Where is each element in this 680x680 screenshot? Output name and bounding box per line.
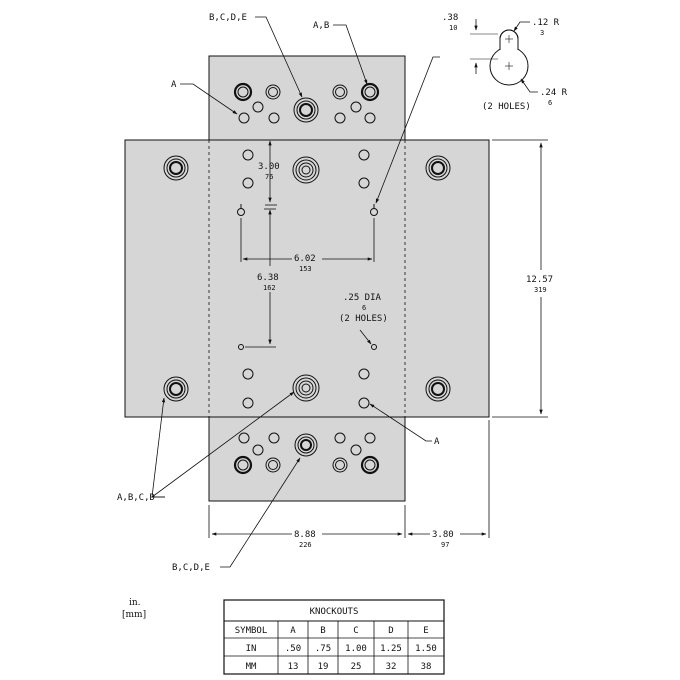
table-cell: MM	[246, 662, 257, 672]
dim-1257-in: 12.57	[526, 275, 553, 285]
dim-888-mm: 226	[299, 541, 312, 549]
table-cell: 1.50	[415, 644, 437, 654]
table-header-d: D	[388, 626, 393, 636]
hole-note-count: (2 HOLES)	[339, 314, 388, 324]
hole-note-mm: 6	[362, 304, 366, 312]
units-mm: [mm]	[122, 610, 146, 620]
keyhole-labels: .38 10 .12 R 3 .24 R 6 (2 HOLES)	[442, 13, 568, 112]
table-title: KNOCKOUTS	[310, 607, 359, 617]
table-cell: 38	[421, 662, 432, 672]
keyhole-large-r-in: .24 R	[540, 88, 568, 98]
keyhole-note: (2 HOLES)	[482, 102, 531, 112]
keyhole-width-mm: 10	[449, 24, 457, 32]
keyhole-large-r-mm: 6	[548, 99, 552, 107]
dim-380-in: 3.80	[432, 530, 454, 540]
keyhole-detail	[470, 19, 538, 93]
dim-602-mm: 153	[299, 265, 312, 273]
dim-638-mm: 162	[263, 284, 276, 292]
table-header-a: A	[290, 626, 296, 636]
callout-bcde-top: B,C,D,E	[209, 13, 247, 23]
knockouts-table: KNOCKOUTS SYMBOL A B C D E IN .50 .75 1.…	[223, 599, 445, 675]
hole-note-dia: .25 DIA	[343, 293, 382, 303]
table-cell: 25	[351, 662, 362, 672]
keyhole-small-r-mm: 3	[540, 29, 544, 37]
cross-plate	[124, 55, 490, 502]
callout-a-left: A	[171, 80, 177, 90]
callout-a-right: A	[434, 437, 440, 447]
knockouts	[163, 82, 451, 475]
table-cell: .75	[315, 644, 331, 654]
dimension-lines	[208, 139, 548, 538]
table-header-symbol: SYMBOL	[235, 626, 268, 636]
callout-abcd-left: A,B,C,D	[117, 493, 155, 503]
table-cell: 13	[288, 662, 299, 672]
units-legend: in. [mm]	[122, 598, 146, 620]
dim-888-in: 8.88	[294, 530, 316, 540]
dim-638-in: 6.38	[257, 273, 279, 283]
callout-labels: B,C,D,E A,B A A A,B,C,D B,C,D,E	[117, 13, 440, 573]
table-header-e: E	[423, 626, 428, 636]
dim-380-mm: 97	[441, 541, 449, 549]
hole-note: .25 DIA 6 (2 HOLES)	[339, 293, 388, 324]
table-cell: 32	[386, 662, 397, 672]
keyhole-small-r-in: .12 R	[532, 18, 560, 28]
table-cell: 1.00	[345, 644, 367, 654]
dim-1257-mm: 319	[534, 286, 547, 294]
units-inch: in.	[129, 598, 141, 608]
table-header-c: C	[353, 626, 358, 636]
table-cell: .50	[285, 644, 301, 654]
dim-300-mm: 76	[265, 173, 273, 181]
dim-602-in: 6.02	[294, 254, 316, 264]
callout-ab-top: A,B	[313, 21, 329, 31]
dim-300-in: 3.00	[258, 162, 280, 172]
table-header-b: B	[320, 626, 325, 636]
table-cell: IN	[246, 644, 257, 654]
table-cell: 1.25	[380, 644, 402, 654]
callout-bcde-bottom: B,C,D,E	[172, 563, 210, 573]
dimension-labels: 3.00 76 6.02 153 6.38 162 12.57 319 8.88…	[257, 162, 553, 549]
table-cell: 19	[318, 662, 329, 672]
leader-lines	[150, 16, 440, 568]
keyhole-width-in: .38	[442, 13, 458, 23]
